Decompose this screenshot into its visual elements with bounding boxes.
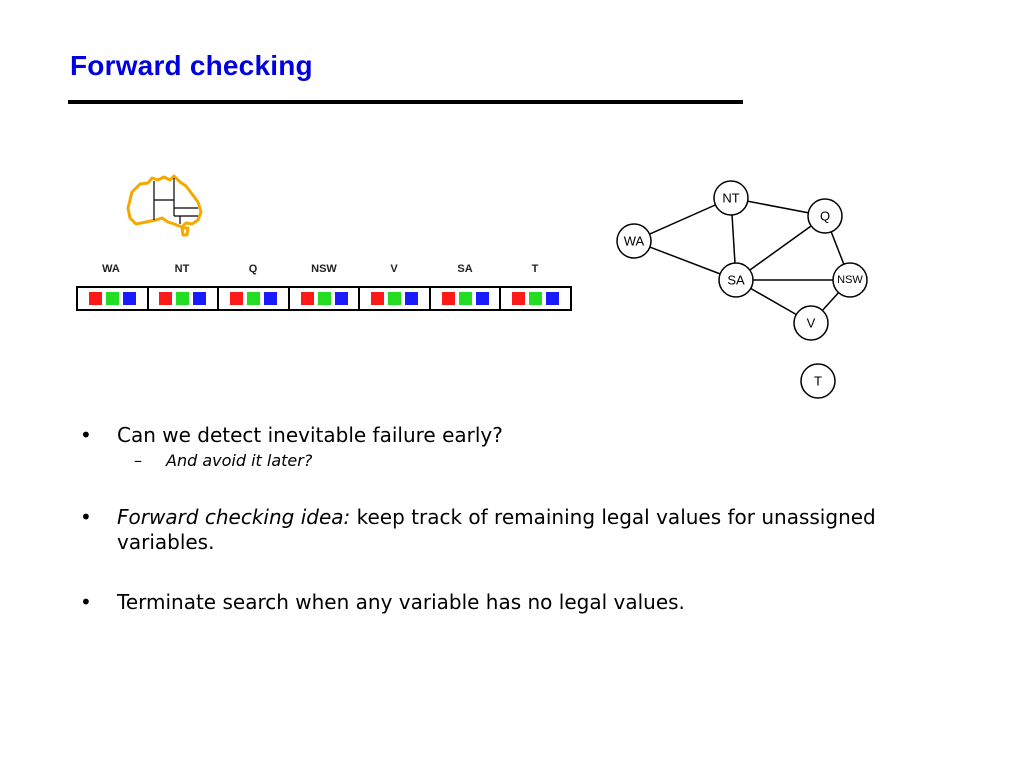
australia-map-icon <box>126 174 203 237</box>
blue-value-swatch <box>405 292 419 305</box>
var-label-v: V <box>390 263 398 275</box>
bullet-list-3: • Terminate search when any variable has… <box>80 590 877 615</box>
red-value-swatch <box>441 292 455 305</box>
bullet-list-1: • Can we detect inevitable failure early… <box>80 423 877 471</box>
graph-node-v: V <box>807 316 816 331</box>
edge-wa-sa <box>633 240 737 281</box>
red-value-swatch <box>159 292 173 305</box>
blue-value-swatch <box>334 292 348 305</box>
edge-q-sa <box>735 215 826 281</box>
graph-node-v-circle <box>793 305 829 341</box>
var-label-wa: WA <box>102 263 120 275</box>
bullet-text: Terminate search when any variable has n… <box>117 590 685 614</box>
domain-cell-sa <box>428 288 500 309</box>
title-underline <box>68 100 743 104</box>
graph-node-nsw-circle <box>832 262 868 298</box>
graph-node-nt-circle <box>713 180 749 216</box>
green-value-swatch <box>317 292 331 305</box>
graph-node-t: T <box>814 374 822 389</box>
blue-value-swatch <box>122 292 136 305</box>
bullet-item: • Can we detect inevitable failure early… <box>80 423 877 471</box>
blue-value-swatch <box>193 292 207 305</box>
red-value-swatch <box>88 292 102 305</box>
sub-bullet-item: – And avoid it later? <box>134 451 877 471</box>
green-value-swatch <box>176 292 190 305</box>
domain-table <box>76 286 572 311</box>
graph-node-wa: WA <box>624 234 645 249</box>
bullet-list-2: • Forward checking idea: keep track of r… <box>80 505 877 555</box>
blue-value-swatch <box>263 292 277 305</box>
graph-node-t-circle <box>800 363 836 399</box>
red-value-swatch <box>300 292 314 305</box>
green-value-swatch <box>246 292 260 305</box>
graph-node-sa: SA <box>727 273 745 288</box>
var-label-sa: SA <box>457 263 473 275</box>
domain-cell-v <box>358 288 429 309</box>
bullet-item: • Forward checking idea: keep track of r… <box>80 505 877 555</box>
domain-cell-t <box>499 288 570 309</box>
graph-node-wa-circle <box>616 223 652 259</box>
blue-value-swatch <box>546 292 560 305</box>
variable-labels: WA NT Q NSW V SA T <box>76 263 572 279</box>
green-value-swatch <box>458 292 472 305</box>
constraint-graph: NT Q WA SA NSW V T <box>616 180 868 399</box>
red-value-swatch <box>512 292 526 305</box>
bullet-icon: • <box>80 423 92 447</box>
graph-node-q-circle <box>807 198 843 234</box>
var-label-t: T <box>531 263 539 275</box>
dash-icon: – <box>134 451 142 470</box>
var-label-nt: NT <box>174 263 190 275</box>
green-value-swatch <box>529 292 543 305</box>
graph-node-q: Q <box>820 209 830 224</box>
red-value-swatch <box>229 292 243 305</box>
graph-node-nt: NT <box>722 191 739 206</box>
sub-bullet-text: And avoid it later? <box>166 451 313 470</box>
domain-cell-nsw <box>287 288 359 309</box>
bullet-text: keep track of remaining legal values for… <box>117 505 876 554</box>
domain-cell-q <box>217 288 288 309</box>
bullet-icon: • <box>80 590 92 614</box>
red-value-swatch <box>371 292 385 305</box>
slide-title: Forward checking <box>70 50 313 81</box>
var-label-nsw: NSW <box>311 263 337 275</box>
bullet-emphasis: Forward checking idea: <box>117 505 351 529</box>
domain-cell-nt <box>146 288 218 309</box>
graph-node-nsw: NSW <box>837 274 863 286</box>
var-label-q: Q <box>248 263 258 275</box>
green-value-swatch <box>388 292 402 305</box>
green-value-swatch <box>105 292 119 305</box>
graph-node-sa-circle <box>718 262 754 298</box>
bullet-item: • Terminate search when any variable has… <box>80 590 877 615</box>
blue-value-swatch <box>475 292 489 305</box>
bullet-icon: • <box>80 505 92 529</box>
bullet-text: Can we detect inevitable failure early? <box>117 423 503 447</box>
domain-cell-wa <box>78 288 147 309</box>
